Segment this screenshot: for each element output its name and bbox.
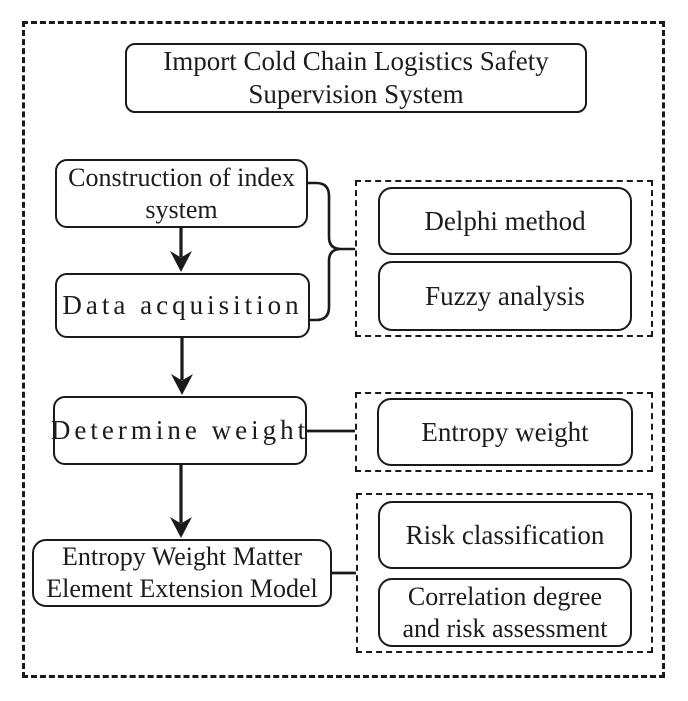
method-group-index-and-data — [355, 180, 653, 337]
method-group-model-outputs — [356, 493, 653, 653]
model-line-2: Element Extension Model — [46, 574, 318, 603]
diagram-outer-frame — [22, 21, 665, 678]
brace-connector — [303, 181, 356, 322]
flow-box-data-acquisition: Data acquisition — [55, 273, 310, 338]
flow-box-determine-weight: Determine weight — [50, 396, 310, 465]
flow-box-construction-of-index-system: Construction of index system — [55, 159, 308, 228]
method-box-delphi: Delphi method — [378, 187, 632, 255]
title-box: Import Cold Chain Logistics Safety Super… — [125, 43, 587, 113]
method-box-fuzzy: Fuzzy analysis — [378, 261, 632, 331]
data-acquisition-label: Data acquisition — [62, 290, 303, 320]
arrow-down-construction-to-data — [170, 228, 192, 272]
method-group-weight — [355, 392, 653, 472]
arrow-down-data-to-weight — [171, 338, 193, 395]
title-line-1: Import Cold Chain Logistics Safety — [163, 46, 549, 76]
method-box-correlation-degree: Correlation degree and risk assessment — [378, 578, 632, 647]
model-line-1: Entropy Weight Matter — [61, 542, 303, 571]
correlation-line-1: Correlation degree — [407, 581, 603, 611]
risk-classification-label: Risk classification — [405, 519, 605, 550]
entropy-weight-label: Entropy weight — [421, 416, 589, 447]
fuzzy-label: Fuzzy analysis — [425, 280, 585, 311]
title-line-2: Supervision System — [248, 79, 464, 109]
determine-weight-label: Determine weight — [50, 415, 310, 445]
flow-box-entropy-weight-matter-element-extension-model: Entropy Weight Matter Element Extension … — [32, 539, 332, 607]
arrow-down-weight-to-model — [170, 465, 192, 538]
correlation-line-2: and risk assessment — [402, 613, 608, 643]
method-box-entropy-weight: Entropy weight — [377, 398, 633, 466]
delphi-label: Delphi method — [424, 205, 586, 236]
construction-line-1: Construction of index — [68, 162, 295, 192]
method-box-risk-classification: Risk classification — [378, 501, 632, 569]
construction-line-2: system — [145, 194, 218, 224]
